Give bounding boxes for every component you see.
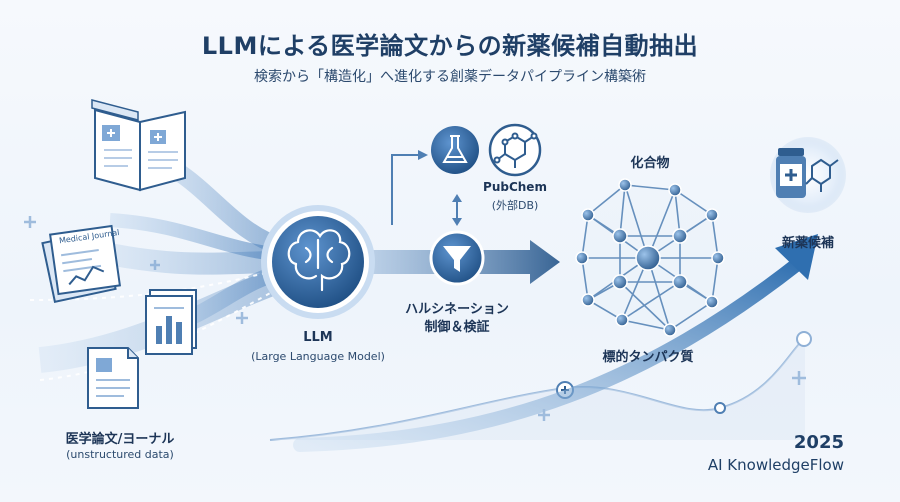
llm-sublabel: (Large Language Model) bbox=[251, 350, 385, 363]
protein-label: 標的タンパク質 bbox=[602, 350, 694, 365]
sources-label: 医学論文/ヨーナル bbox=[65, 432, 175, 447]
candidate-label: 新薬候補 bbox=[781, 236, 834, 251]
rising-arrow bbox=[293, 234, 818, 452]
funnel-filter-icon bbox=[429, 230, 485, 286]
llm-label: LLM bbox=[303, 330, 333, 345]
llm-brain-icon bbox=[261, 205, 375, 319]
page-subtitle: 検索から「構造化」へ進化する創薬データパイプライン構築術 bbox=[254, 69, 646, 85]
footer-year: 2025 bbox=[793, 432, 844, 453]
chart-document-icon bbox=[145, 289, 197, 355]
pubchem-sublabel: (外部DB) bbox=[491, 199, 539, 212]
molecule-icon bbox=[488, 123, 542, 177]
sources-sublabel: (unstructured data) bbox=[66, 448, 174, 461]
page-title: LLMによる医学論文からの新薬候補自動抽出 bbox=[201, 32, 699, 60]
flask-icon bbox=[431, 126, 479, 174]
compound-label: 化合物 bbox=[630, 156, 670, 171]
open-book-icon bbox=[91, 99, 186, 192]
medical-journal-icon: Medical Journal bbox=[41, 224, 122, 303]
growth-curve bbox=[269, 331, 812, 441]
hallucination-label: ハルシネーション bbox=[405, 302, 509, 317]
drug-candidate-icon bbox=[770, 137, 846, 213]
connector-arrows bbox=[391, 150, 462, 226]
verification-label: 制御＆検証 bbox=[424, 320, 490, 335]
compound-protein-network bbox=[575, 178, 725, 337]
pubchem-label: PubChem bbox=[483, 180, 547, 194]
text-document-icon bbox=[87, 347, 139, 409]
footer-brand: AI KnowledgeFlow bbox=[707, 456, 844, 474]
